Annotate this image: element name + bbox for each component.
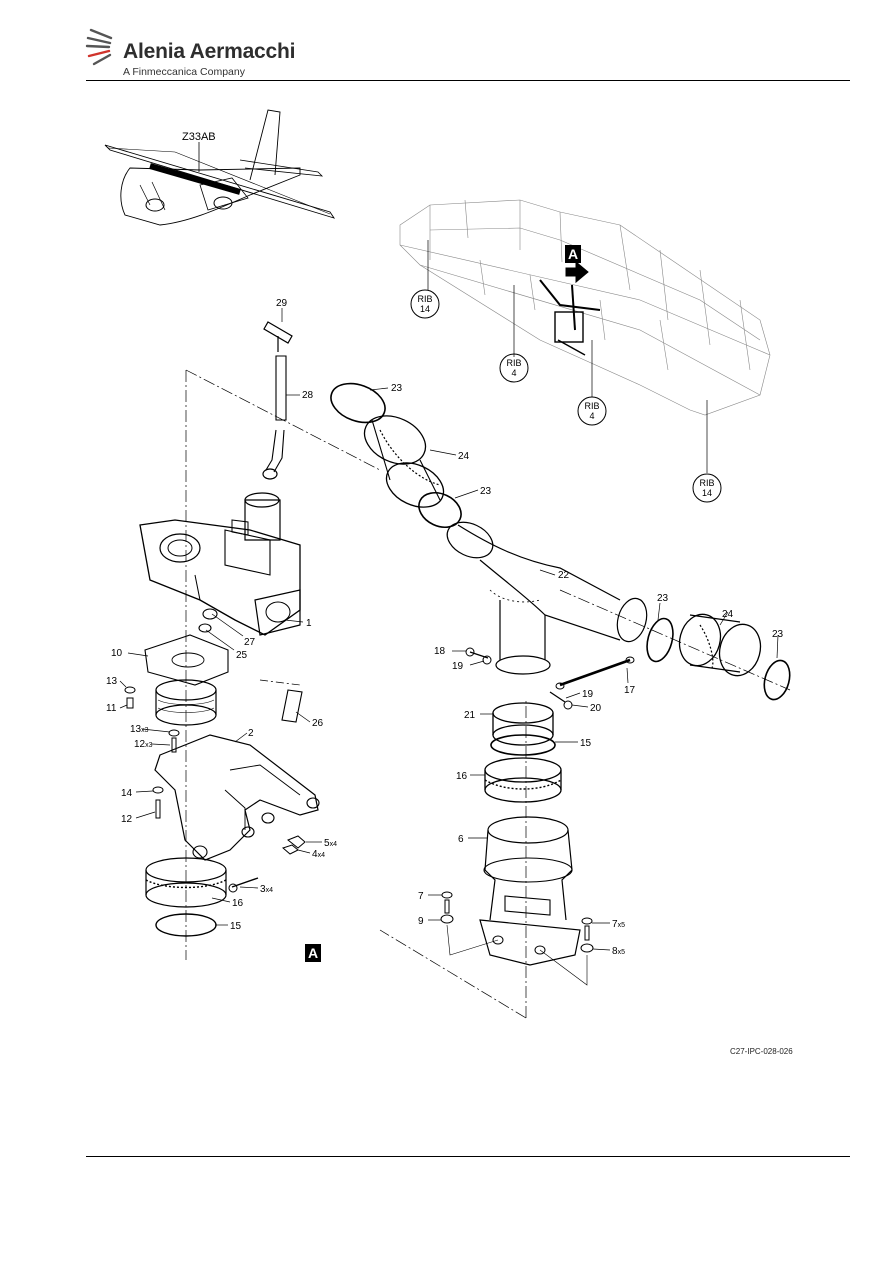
callout-label: 21	[464, 710, 476, 721]
rib-label-line1: RIB	[506, 358, 521, 368]
rib-circle	[410, 289, 440, 319]
callout-label: 2	[248, 728, 254, 739]
callout-label: 16	[232, 898, 244, 909]
callout-label: 14	[121, 788, 133, 799]
callout-label: 16	[456, 771, 468, 782]
callout-label: 4x4	[312, 849, 325, 860]
callout-label: 15	[580, 738, 592, 749]
zone-label: Z33AB	[182, 131, 216, 143]
callout-label: 25	[236, 650, 248, 661]
callout-label: 19	[582, 689, 594, 700]
rib-circle	[577, 396, 607, 426]
callout-label: 27	[244, 637, 256, 648]
wing-structure-drawing	[399, 199, 771, 416]
callout-label: 9	[418, 916, 424, 927]
fuel-pipe-assembly-drawing	[330, 382, 791, 986]
callout-label: 1	[306, 618, 312, 629]
callout-label: 5x4	[324, 838, 337, 849]
callout-label: 17	[624, 685, 636, 696]
callout-label: 23	[480, 486, 492, 497]
callout-leader-lines	[119, 308, 779, 951]
callout-label: 11	[106, 703, 117, 714]
rib-label-line2: 4	[589, 411, 594, 421]
callout-label: 24	[458, 451, 470, 462]
callout-label: 10	[111, 648, 123, 659]
callout-label: 23	[657, 593, 669, 604]
aircraft-locator-drawing	[104, 109, 336, 226]
rib-label-line2: 4	[511, 368, 516, 378]
callout-label: 12	[121, 814, 133, 825]
callout-label: 23	[391, 383, 403, 394]
callout-label: 26	[312, 718, 324, 729]
company-subtitle: A Finmeccanica Company	[123, 66, 245, 78]
fuel-pump-assembly-drawing	[124, 321, 320, 937]
view-a-marker-box	[305, 944, 321, 962]
company-name: Alenia Aermacchi	[123, 40, 296, 63]
view-a-marker-box	[565, 245, 581, 263]
view-a-arrow-icon	[565, 260, 589, 284]
callout-label: 13	[106, 676, 118, 687]
rib-circle	[692, 473, 722, 503]
callout-label: 23	[772, 629, 784, 640]
rib-label-line2: 14	[420, 304, 430, 314]
callout-label: 29	[276, 298, 288, 309]
view-marker-label: A	[308, 945, 318, 961]
view-marker-label: A	[568, 246, 578, 262]
rib-label-line2: 14	[702, 488, 712, 498]
callout-label: 19	[452, 661, 464, 672]
footer-rule	[86, 1156, 850, 1157]
callout-label: 18	[434, 646, 446, 657]
callout-label: 12x3	[134, 739, 153, 750]
callout-label: 3x4	[260, 884, 273, 895]
rib-label-line1: RIB	[417, 294, 432, 304]
rib-circle	[499, 353, 529, 383]
callout-label: 7x5	[612, 919, 625, 930]
fuel-pump-in-wing-drawing	[539, 279, 601, 356]
callout-label: 20	[590, 703, 602, 714]
callout-label: 6	[458, 834, 464, 845]
callout-label: 15	[230, 921, 242, 932]
header-rule	[86, 80, 850, 81]
logo-swoosh-icon	[85, 28, 113, 66]
figure-reference: C27-IPC-028-026	[730, 1047, 793, 1056]
callout-label: 8x5	[612, 946, 625, 957]
rib-label-circles	[410, 289, 722, 503]
callout-label: 24	[722, 609, 734, 620]
rib-label-line1: RIB	[699, 478, 714, 488]
callout-label: 7	[418, 891, 424, 902]
callout-label: 22	[558, 570, 570, 581]
callout-label: 13x3	[130, 724, 149, 735]
rib-label-line1: RIB	[584, 401, 599, 411]
company-logo: Alenia Aermacchi A Finmeccanica Company	[85, 24, 305, 84]
callout-label: 28	[302, 390, 314, 401]
